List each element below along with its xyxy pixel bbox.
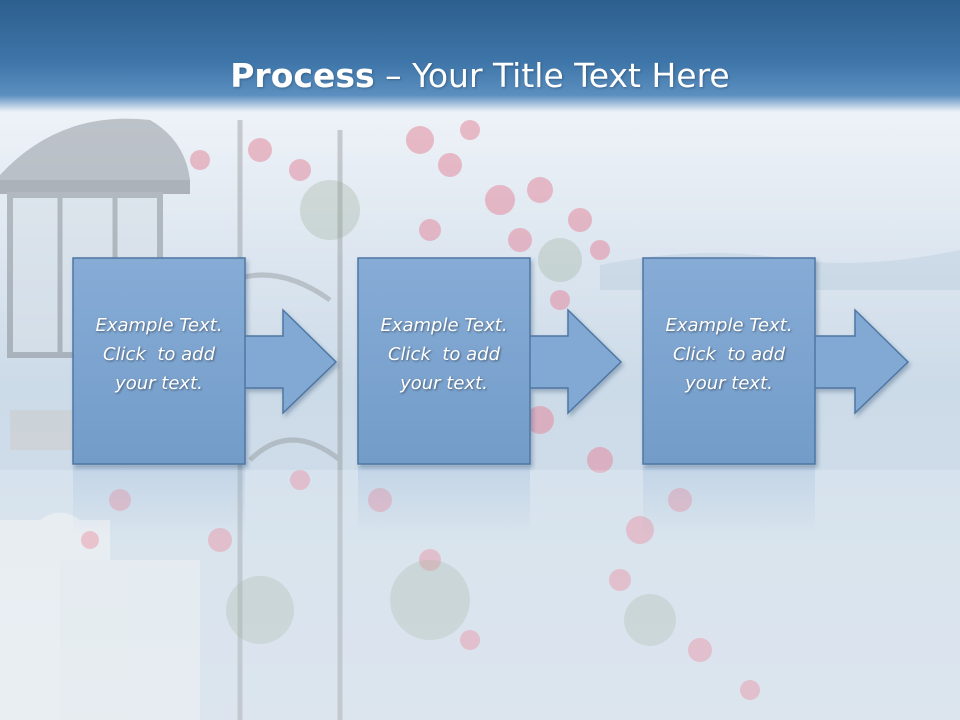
step-3-shape[interactable] [642, 257, 910, 465]
step-text-line: Click to add [102, 344, 215, 365]
title-bold-part: Process [230, 56, 375, 95]
step-1-box [72, 257, 246, 465]
slide-title[interactable]: Process – Your Title Text Here [0, 56, 960, 95]
step-2-box [357, 257, 531, 465]
step-3-text[interactable]: Example Text. Click to add your text. [643, 311, 815, 398]
title-bar [0, 0, 960, 112]
title-separator: – [374, 56, 413, 95]
flowers-decoration [81, 120, 760, 700]
step-text-line: Example Text. [665, 315, 793, 336]
right-arrow-icon [812, 308, 910, 415]
step-text-line: your text. [685, 373, 773, 394]
step-text-line: Click to add [672, 344, 785, 365]
buildings-decoration [0, 410, 200, 720]
step-2-shape[interactable] [357, 257, 623, 465]
step-2-text[interactable]: Example Text. Click to add your text. [358, 311, 530, 398]
step-text-line: your text. [400, 373, 488, 394]
right-arrow-icon [527, 308, 623, 415]
step-1-text[interactable]: Example Text. Click to add your text. [73, 311, 245, 398]
title-rest: Your Title Text Here [412, 56, 730, 95]
step-text-line: Click to add [387, 344, 500, 365]
step-1-shape[interactable] [72, 257, 338, 465]
step-text-line: your text. [115, 373, 203, 394]
step-text-line: Example Text. [95, 315, 223, 336]
right-arrow-icon [242, 308, 338, 415]
step-text-line: Example Text. [380, 315, 508, 336]
step-3-box [642, 257, 816, 465]
